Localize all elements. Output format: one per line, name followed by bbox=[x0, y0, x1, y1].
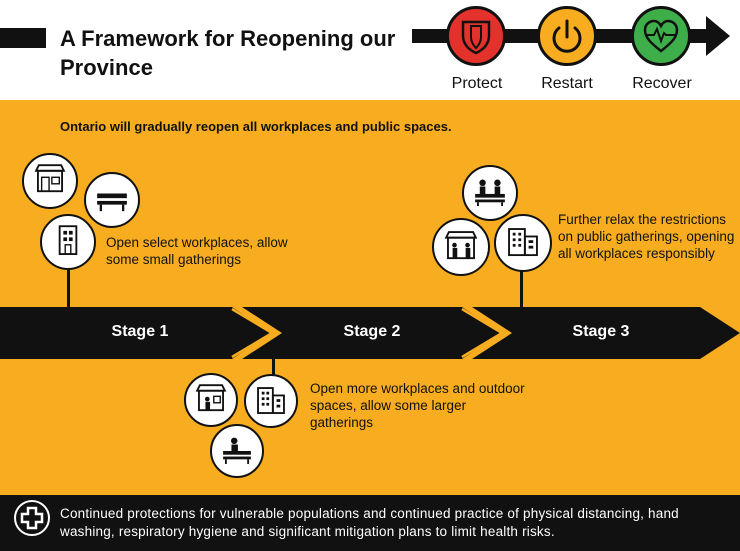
person-on-bench-icon bbox=[223, 437, 251, 464]
park-bench-icon bbox=[97, 193, 127, 212]
storefront-icon bbox=[195, 384, 227, 412]
storefront-icon bbox=[34, 164, 66, 193]
stage3-people-bench bbox=[462, 165, 518, 221]
stage3-connector bbox=[520, 262, 523, 308]
people-on-bench-icon bbox=[475, 179, 505, 206]
phase-label-restart: Restart bbox=[541, 75, 593, 92]
stage3-segment bbox=[472, 307, 740, 359]
phase-recover bbox=[631, 6, 691, 66]
page-title: A Framework for Reopening our Province bbox=[60, 26, 396, 80]
phase-label-recover: Recover bbox=[632, 75, 692, 92]
stage2-connector bbox=[272, 358, 275, 386]
stage3-offices bbox=[494, 214, 552, 272]
office-buildings-icon bbox=[508, 228, 538, 257]
chevron-divider-1 bbox=[231, 307, 275, 359]
heartbeat-icon bbox=[643, 19, 679, 53]
footer-icon-circle bbox=[14, 500, 50, 536]
stage3-storefront bbox=[432, 218, 490, 276]
stage1-label: Stage 1 bbox=[111, 323, 169, 340]
intro-text: Ontario will gradually reopen all workpl… bbox=[60, 119, 452, 134]
shield-icon bbox=[461, 20, 491, 55]
stage1-storefront bbox=[22, 153, 78, 209]
header bbox=[0, 0, 740, 100]
stage-timeline-band bbox=[0, 307, 740, 359]
stage1-bench bbox=[84, 172, 140, 228]
power-icon bbox=[552, 19, 582, 53]
framework-panel bbox=[0, 100, 740, 495]
stage2-offices bbox=[244, 374, 298, 428]
stage1-connector bbox=[67, 258, 70, 308]
chevron-divider-2 bbox=[461, 307, 505, 359]
medical-cross-icon bbox=[20, 506, 44, 530]
stage2-segment bbox=[242, 307, 502, 359]
stage1-description: Open select workplaces, allow some small… bbox=[106, 235, 288, 267]
stage1-office bbox=[40, 214, 96, 270]
phase-restart bbox=[537, 6, 597, 66]
office-buildings-icon bbox=[257, 387, 285, 414]
stage2-label: Stage 2 bbox=[343, 323, 401, 340]
stage2-description: Open more workplaces and outdoor spaces,… bbox=[310, 381, 525, 430]
phase-protect bbox=[446, 6, 506, 66]
stage1-segment bbox=[0, 307, 272, 359]
office-building-icon bbox=[58, 225, 78, 255]
phase-label-protect: Protect bbox=[451, 75, 503, 92]
storefront-with-people-icon bbox=[444, 231, 478, 260]
footer-bar bbox=[0, 495, 740, 551]
stage3-description: Further relax the restrictions on public… bbox=[558, 212, 735, 261]
title-accent-bar bbox=[0, 28, 46, 48]
footer-text: Continued protections for vulnerable pop… bbox=[60, 506, 679, 539]
stage2-storefront bbox=[184, 373, 238, 427]
stage2-person-bench bbox=[210, 424, 264, 478]
phase-arrow-head bbox=[706, 16, 730, 56]
stage3-label: Stage 3 bbox=[572, 323, 630, 340]
